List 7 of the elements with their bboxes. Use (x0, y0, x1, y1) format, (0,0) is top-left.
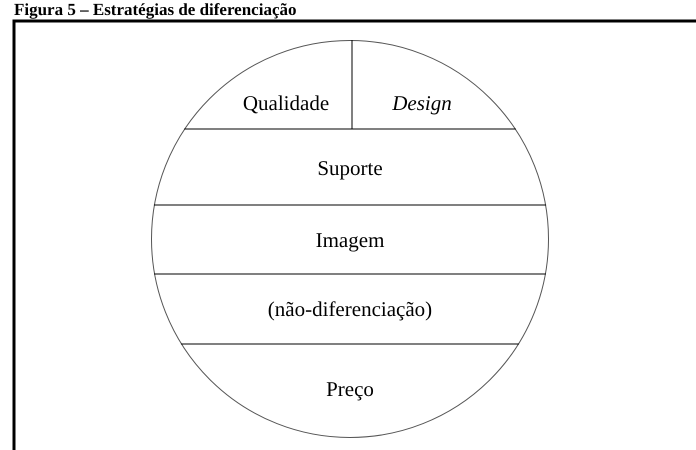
segment-label: Preço (326, 376, 374, 402)
figure-title: Figura 5 – Estratégias de diferenciação (14, 0, 297, 19)
segment-label: (não-diferenciação) (268, 296, 432, 322)
segment-label: Imagem (316, 228, 384, 252)
segment-label: Suporte (317, 156, 383, 180)
segment-label: Design (392, 90, 452, 116)
segment-label: Qualidade (242, 90, 330, 116)
